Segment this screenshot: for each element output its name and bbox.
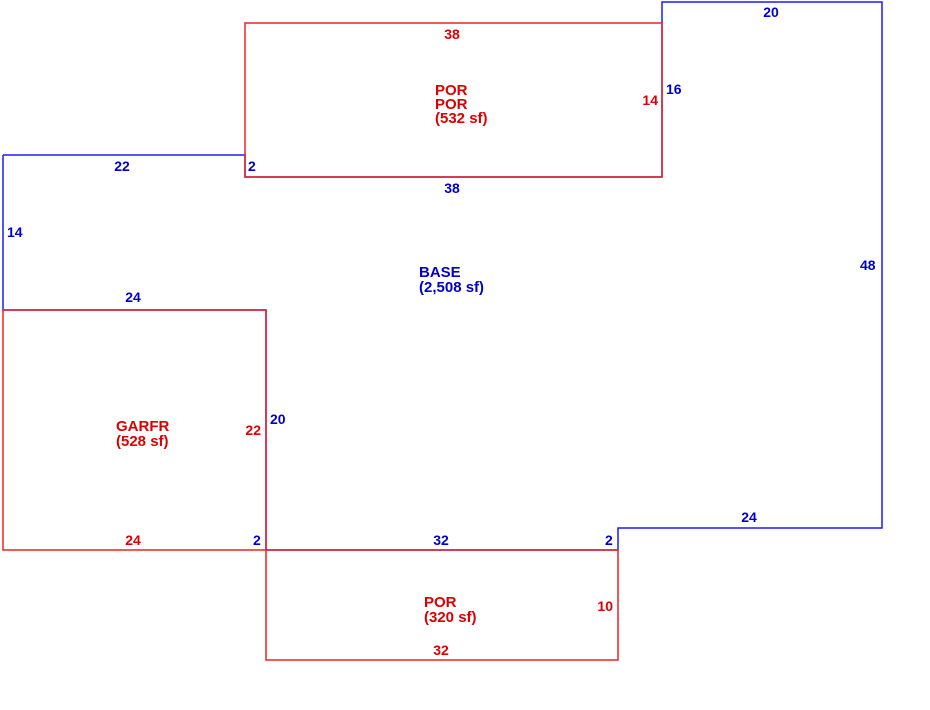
base-area-size: (2,508 sf) — [419, 279, 484, 296]
por-top-area-size: (532 sf) — [435, 110, 488, 127]
base-garage-step-label: 2 — [253, 532, 261, 548]
por-top-area-name-2: POR — [435, 96, 468, 113]
por-top-outline — [244, 22, 663, 178]
garage-area-name: GARFR — [116, 418, 169, 435]
base-top-right-width-label: 20 — [763, 4, 779, 20]
por-bottom-area-name: POR — [424, 594, 457, 611]
garage-height-label: 22 — [245, 422, 261, 438]
por-bottom-height-label: 10 — [597, 598, 613, 614]
base-garage-side-label: 20 — [270, 411, 286, 427]
base-area-name: BASE — [419, 264, 461, 281]
base-bottom-mid-width-label: 32 — [433, 532, 449, 548]
base-garage-top-label: 24 — [125, 289, 141, 305]
garage-area-size: (528 sf) — [116, 433, 169, 450]
base-porch-bottom-label: 38 — [444, 180, 460, 196]
base-bottom-step-label: 2 — [605, 532, 613, 548]
base-left-height-label: 14 — [7, 224, 23, 240]
por-bottom-area-size: (320 sf) — [424, 609, 477, 626]
base-right-height-label: 48 — [860, 257, 876, 273]
garage-outline — [2, 309, 267, 551]
base-porch-side-label: 16 — [666, 81, 682, 97]
por-top-height-label: 14 — [642, 92, 658, 108]
por-bottom-outline — [265, 549, 619, 661]
por-bottom-width-label: 32 — [433, 642, 449, 658]
base-top-step-label: 2 — [248, 158, 256, 174]
por-top-area-name: POR — [435, 82, 468, 99]
base-left-top-width-label: 22 — [114, 158, 130, 174]
base-bottom-right-width-label: 24 — [741, 509, 757, 525]
por-top-width-label: 38 — [444, 26, 460, 42]
garage-width-label: 24 — [125, 532, 141, 548]
